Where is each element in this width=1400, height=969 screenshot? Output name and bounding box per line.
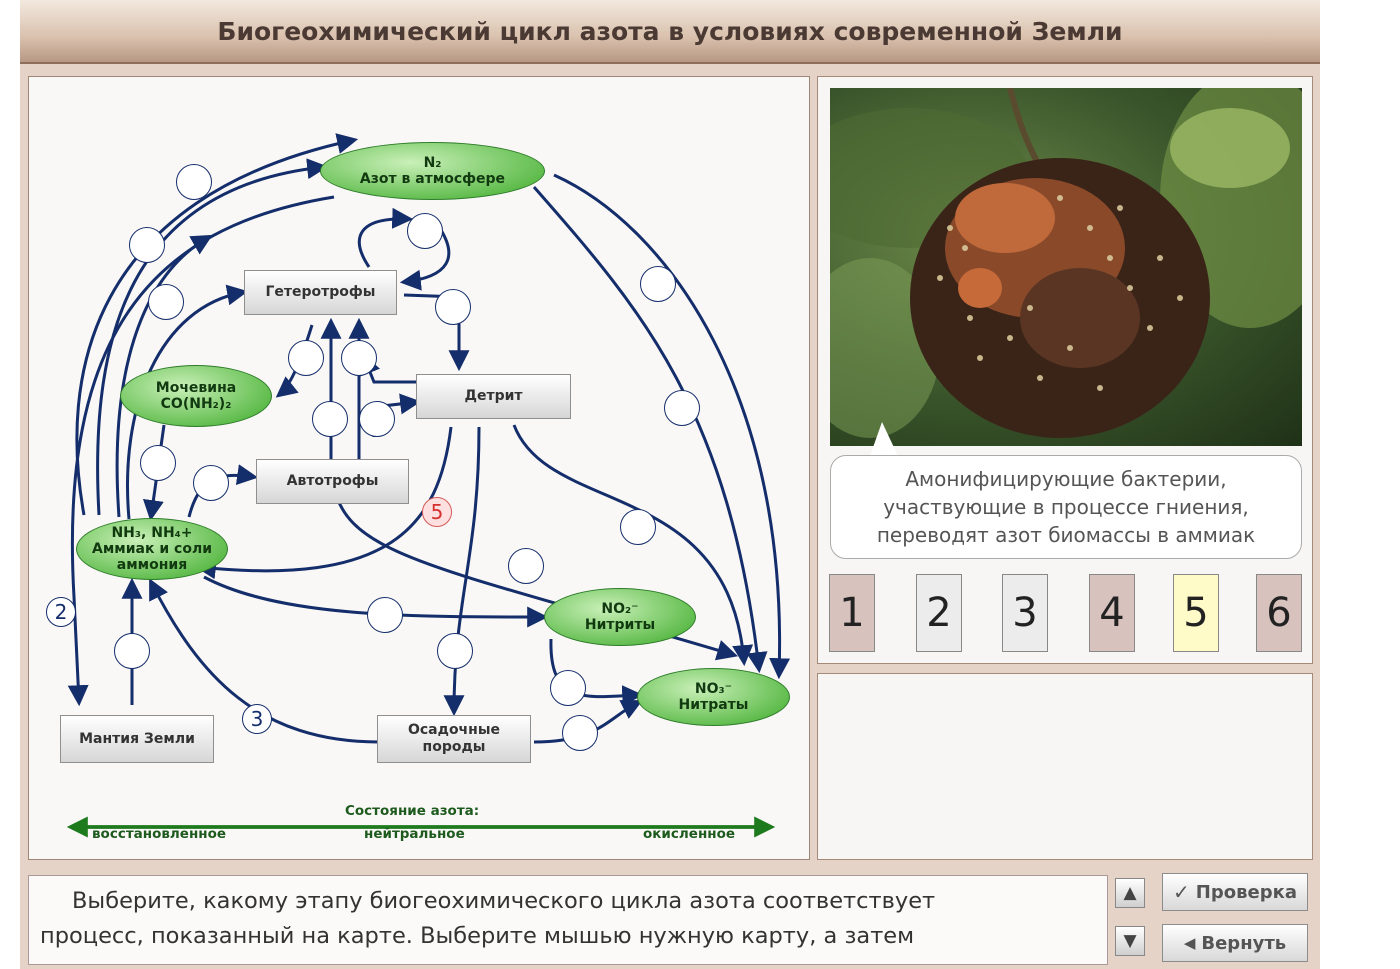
drop-slot[interactable] xyxy=(176,164,212,200)
drop-slot[interactable] xyxy=(435,289,471,325)
rotting-apple-photo xyxy=(830,88,1302,446)
drop-slot[interactable] xyxy=(620,509,656,545)
triangle-down-icon: ▼ xyxy=(1123,931,1137,951)
node-urea: Мочевина CO(NH₂)₂ xyxy=(120,365,272,427)
node-earth-mantle: Мантия Земли xyxy=(60,715,214,763)
scroll-up-button[interactable]: ▲ xyxy=(1115,878,1145,908)
task-panel xyxy=(28,875,1108,965)
node-nitrates: NO₃⁻ Нитраты xyxy=(637,668,790,726)
drop-slot[interactable] xyxy=(312,401,348,437)
card-5[interactable]: 5 xyxy=(1173,574,1219,652)
triangle-up-icon: ▲ xyxy=(1123,883,1137,903)
checkmark-icon: ✓ xyxy=(1173,880,1190,904)
drop-slot[interactable] xyxy=(367,597,403,633)
drop-slot[interactable] xyxy=(148,284,184,320)
node-ammonia: NH₃, NH₄+ Аммиак и соли аммония xyxy=(76,518,228,580)
task-instructions: Выберите, какому этапу биогеохимического… xyxy=(40,888,936,949)
drop-slot[interactable] xyxy=(140,445,176,481)
card-caption: Амонифицирующие бактерии, участвующие в … xyxy=(830,455,1302,559)
node-heterotrophs: Гетеротрофы xyxy=(244,270,397,315)
title-bar: Биогеохимический цикл азота в условиях с… xyxy=(20,0,1320,64)
card-6[interactable]: 6 xyxy=(1256,574,1302,652)
card-1[interactable]: 1 xyxy=(829,574,875,652)
slot-filled-5[interactable]: 5 xyxy=(422,497,452,527)
drop-slot[interactable] xyxy=(407,213,443,249)
node-autotrophs: Автотрофы xyxy=(256,459,409,504)
drop-slot[interactable] xyxy=(550,670,586,706)
drop-slot[interactable] xyxy=(562,715,598,751)
slot-filled-2[interactable]: 2 xyxy=(46,597,76,627)
drop-slot[interactable] xyxy=(508,548,544,584)
feedback-panel xyxy=(817,673,1313,860)
node-detritus: Детрит xyxy=(416,374,571,419)
card-2[interactable]: 2 xyxy=(916,574,962,652)
card-4[interactable]: 4 xyxy=(1089,574,1135,652)
triangle-left-icon: ◀ xyxy=(1183,934,1196,952)
drop-slot[interactable] xyxy=(193,465,229,501)
drop-slot[interactable] xyxy=(359,401,395,437)
card-3[interactable]: 3 xyxy=(1002,574,1048,652)
node-sedimentary-rocks: Осадочные породы xyxy=(377,715,531,763)
drop-slot[interactable] xyxy=(437,633,473,669)
back-button[interactable]: ◀ Вернуть xyxy=(1162,924,1308,962)
drop-slot[interactable] xyxy=(114,633,150,669)
drop-slot[interactable] xyxy=(664,390,700,426)
node-nitrites: NO₂⁻ Нитриты xyxy=(544,588,696,646)
drop-slot[interactable] xyxy=(640,266,676,302)
bubble-tail xyxy=(870,422,898,456)
page-title: Биогеохимический цикл азота в условиях с… xyxy=(217,16,1123,46)
drop-slot[interactable] xyxy=(341,340,377,376)
legend-oxidized: окисленное xyxy=(643,826,736,842)
drop-slot[interactable] xyxy=(288,340,324,376)
legend-neutral: нейтральное xyxy=(364,826,465,842)
legend-reduced: восстановленное xyxy=(92,826,227,842)
drop-slot[interactable] xyxy=(129,227,165,263)
slot-filled-3[interactable]: 3 xyxy=(242,704,272,734)
legend-title: Состояние азота: xyxy=(345,803,480,819)
scroll-down-button[interactable]: ▼ xyxy=(1115,926,1145,956)
check-button[interactable]: ✓ Проверка xyxy=(1162,873,1308,911)
node-atmospheric-nitrogen: N₂ Азот в атмосфере xyxy=(320,142,545,200)
